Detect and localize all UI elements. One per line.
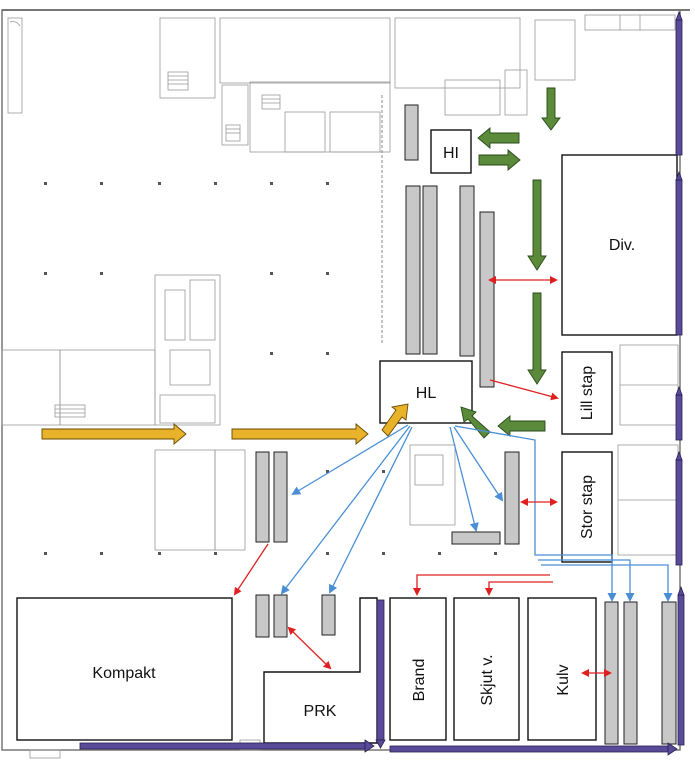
zone-label-lill-stap: Lill stap [579,366,596,420]
zone-kulv: Kulv [527,597,597,741]
zone-label-kulv: Kulv [555,664,572,695]
rack [273,451,288,543]
purple-boundary-lines [79,10,685,756]
green-arrow-icon [477,127,520,149]
rack [404,104,419,161]
green-arrow-icon [527,179,547,271]
green-arrow-icon [541,87,561,131]
red-flow-arrows [233,276,612,677]
zone-label-kompakt: Kompakt [92,665,156,682]
green-arrow-icon [527,292,547,385]
rack [422,185,438,355]
rack [321,594,336,636]
zone-stor-stap: Stor stap [561,451,613,563]
rack [451,531,501,545]
zone-label-div: Div. [609,237,635,254]
green-arrow-icon [497,415,546,437]
inbound-arrow-icon [381,403,409,437]
rack [479,211,495,388]
inbound-arrow-icon [231,423,369,445]
storage-racks [255,104,677,745]
green-arrow-icon [478,149,521,171]
blue-flow-arrows [280,424,673,602]
zone-label-hl: HL [416,385,437,402]
zone-skjut-v: Skjut v. [453,597,520,741]
zone-hi: HI [430,129,472,174]
rack [661,601,677,745]
rack [459,185,475,357]
green-flow-arrows [460,87,561,439]
inbound-arrow-icon [41,423,187,445]
rack [255,594,270,638]
zone-kompakt: Kompakt [16,597,233,741]
zone-div: Div. [561,154,678,336]
zone-lill-stap: Lill stap [561,351,613,435]
rack [273,594,288,638]
zone-label-skjut-v: Skjut v. [479,654,496,705]
zone-label-brand: Brand [411,659,428,702]
rack [504,451,520,545]
rack [255,451,270,543]
zone-label-hi: HI [443,145,459,162]
zone-label-prk: PRK [304,703,337,720]
rack [405,185,421,355]
rack [623,601,638,745]
inbound-arrows [41,403,409,445]
zone-brand: Brand [389,597,447,741]
building-walls [1,9,690,759]
zone-label-stor-stap: Stor stap [579,475,596,539]
